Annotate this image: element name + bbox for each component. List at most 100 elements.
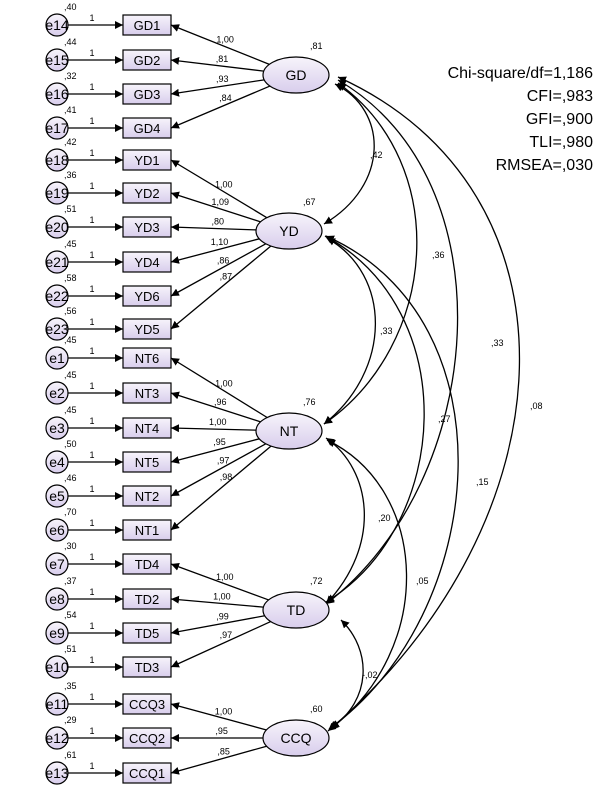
error-node-e11 [45,692,69,716]
covariance-label: ,33 [491,338,504,348]
error-variance: ,36 [64,170,77,180]
loading-label: 1,00 [216,35,234,45]
loading-path-gd4 [170,85,271,129]
error-label: e3 [49,420,65,436]
covariance-layer [323,76,521,732]
indicator-label: CCQ3 [129,697,165,712]
fit-gfi: GFI=,900 [526,111,593,128]
covariance-label: ,05 [416,576,429,586]
error-node-e12 [45,726,69,750]
error-node-e14 [45,13,69,37]
indicator-label: TD2 [135,592,160,607]
loading-path-td5 [170,615,265,636]
error-label: e18 [45,152,69,168]
error-node-e7 [45,552,69,576]
error-variance: ,41 [64,105,77,115]
indicator-box-nt4 [122,417,172,439]
indicator-box-td5 [122,622,172,644]
error-label: e15 [45,52,69,68]
loading-label: ,84 [219,93,232,103]
error-node-e13 [45,761,69,785]
error-node-e19 [45,181,69,205]
loading-path-nt6 [170,357,268,419]
error-label: e20 [45,219,69,235]
error-label: e9 [49,625,65,641]
indicator-label: NT1 [135,523,160,538]
loading-label: 1,00 [213,591,231,601]
covariance-label: ,27 [438,414,451,424]
factor-node-ccq [262,719,330,757]
error-path-weight: 1 [89,215,94,225]
error-label: e12 [45,730,69,746]
covariance-gd-yd [323,83,375,225]
fit-chi-square: Chi-square/df=1,186 [448,65,594,82]
loading-label: 1,09 [212,197,230,207]
error-variance: ,40 [64,2,77,12]
factor-r-squared: ,72 [310,576,323,586]
indicator-box-yd1 [122,149,172,171]
indicator-label: NT4 [135,421,160,436]
loading-path-gd3 [170,79,265,97]
factor-node-yd [255,212,323,250]
covariance-td-ccq [330,619,364,729]
loading-label: ,86 [217,255,230,265]
error-path-weight: 1 [89,587,94,597]
indicator-box-gd1 [122,14,172,36]
factor-label: GD [286,67,307,83]
error-variance: ,45 [64,370,77,380]
error-path-weight: 1 [89,346,94,356]
factor-node-td [262,591,330,629]
error-variance: ,44 [64,37,77,47]
loading-label: 1,00 [215,706,233,716]
indicator-label: NT2 [135,489,160,504]
loading-label: ,80 [212,217,225,227]
error-variance: ,70 [64,507,77,517]
error-node-e18 [45,148,69,172]
error-variance: ,30 [64,541,77,551]
indicator-label: YD4 [134,255,159,270]
error-node-e9 [45,621,69,645]
error-label: e23 [45,321,69,337]
error-label: e6 [49,522,65,538]
error-label: e11 [46,696,69,712]
factor-label: YD [279,223,298,239]
indicator-box-nt1 [122,519,172,541]
indicator-box-yd3 [122,216,172,238]
error-path-weight: 1 [89,655,94,665]
factor-r-squared: ,81 [310,41,323,51]
error-node-e20 [45,215,69,239]
loading-path-td3 [170,620,271,668]
error-label: e13 [45,765,69,781]
loading-path-nt3 [170,391,261,423]
error-label: e14 [45,17,69,33]
indicator-box-gd2 [122,49,172,71]
error-node-e10 [45,655,69,679]
factor-label: TD [287,602,306,618]
indicator-box-nt2 [122,485,172,507]
error-path-weight: 1 [89,416,94,426]
loading-label: 1,00 [209,417,227,427]
indicator-label: NT6 [135,351,160,366]
loading-path-yd2 [170,191,261,223]
indicator-box-yd2 [122,182,172,204]
error-variance: ,51 [64,644,77,654]
covariance-label: ,20 [378,513,391,523]
loading-path-nt5 [170,438,260,464]
error-node-e16 [45,82,69,106]
loading-path-gd2 [170,56,264,72]
error-path-weight: 1 [89,284,94,294]
indicator-label: YD3 [134,220,159,235]
factor-r-squared: ,60 [310,704,323,714]
error-path-weight: 1 [89,692,94,702]
indicator-box-yd4 [122,251,172,273]
indicator-box-nt5 [122,451,172,473]
error-path-weight: 1 [89,317,94,327]
indicator-box-nt6 [122,347,172,369]
indicator-box-td3 [122,656,172,678]
indicator-label: CCQ1 [129,766,165,781]
error-variance: ,32 [64,71,77,81]
error-variance: ,29 [64,715,77,725]
error-path-weight: 1 [89,381,94,391]
error-node-e1 [45,346,69,370]
